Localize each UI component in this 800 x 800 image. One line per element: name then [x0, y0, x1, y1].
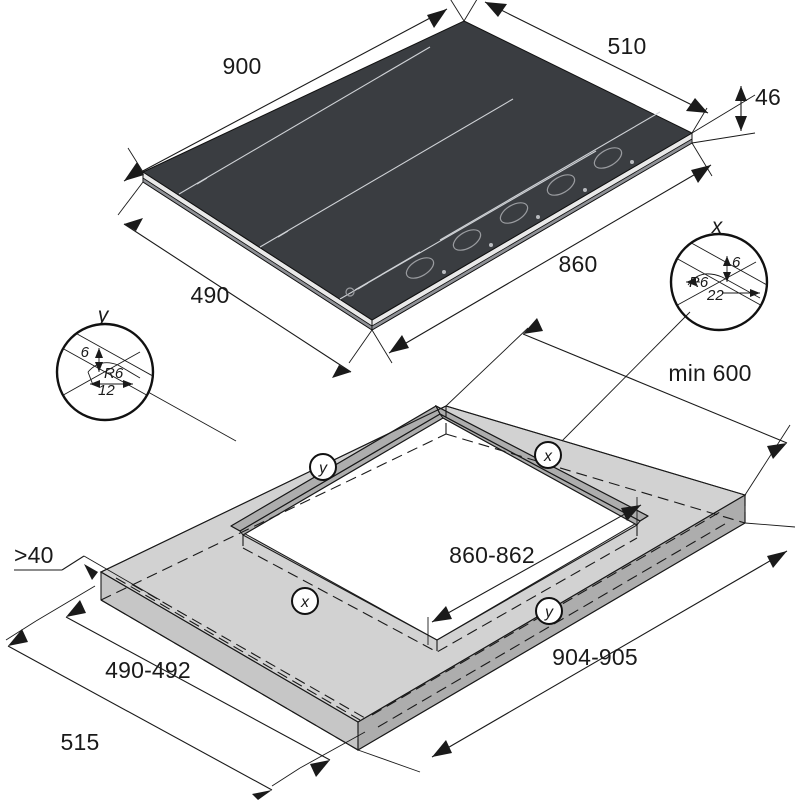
cooktop-assembly: 900 510 46 490 [117, 0, 781, 378]
detail-y-letter: y [96, 304, 110, 327]
bubble-y-top-left: y [309, 453, 337, 481]
bubble-y-bottom-right: y [535, 597, 563, 625]
bubble-x-bottom-left-label: x [300, 594, 310, 611]
detail-x-width-label: 22 [706, 287, 724, 304]
detail-x-offset-label: 6 [732, 254, 741, 271]
bubble-y-bottom-right-label: y [544, 604, 554, 621]
dim-490-492-label: 490-492 [105, 657, 191, 683]
power-button-icon[interactable] [345, 287, 355, 297]
dimension-gt40: >40 [14, 542, 161, 601]
dim-860-label: 860 [559, 251, 598, 277]
bubble-x-bottom-left: x [291, 587, 319, 615]
dim-min600-label: min 600 [668, 360, 751, 386]
control-dot-4 [583, 188, 587, 192]
dim-900-label: 900 [223, 53, 262, 79]
dimension-515: 515 [5, 620, 301, 800]
bubble-y-top-left-label: y [318, 460, 328, 477]
control-dot-2 [489, 243, 493, 247]
dimension-46: 46 [691, 84, 781, 144]
countertop-assembly [99, 404, 747, 751]
dimension-490-492: 490-492 [35, 585, 366, 777]
control-dot-1 [442, 270, 446, 274]
detail-y-offset-label: 6 [81, 344, 90, 361]
burner-control-5[interactable] [591, 144, 625, 173]
dim-860-862-label: 860-862 [449, 542, 535, 568]
dimension-900: 900 [123, 0, 465, 182]
control-dot-5 [630, 160, 634, 164]
burner-control-3[interactable] [497, 199, 531, 228]
control-panel [345, 111, 661, 297]
dimension-min-600: min 600 [445, 318, 791, 496]
dim-904-905-label: 904-905 [552, 644, 638, 670]
burner-control-2[interactable] [450, 226, 484, 255]
dimension-860: 860 [371, 142, 713, 364]
dim-gt40-label: >40 [14, 542, 54, 568]
callout-bubbles: y x x y [291, 441, 563, 625]
detail-x-radius-label: R6 [689, 274, 709, 291]
detail-circle-y: y 6 12 R6 [55, 304, 237, 442]
bubble-x-top-right-label: x [543, 448, 553, 465]
burner-control-1[interactable] [403, 254, 437, 283]
dimension-510: 510 [463, 0, 709, 134]
dim-46-label: 46 [755, 84, 781, 110]
cooktop-glass-surface [141, 20, 694, 321]
burner-control-4[interactable] [544, 171, 578, 200]
dim-515-label: 515 [61, 729, 100, 755]
detail-y-width-label: 12 [98, 382, 115, 399]
detail-circle-x: x 6 R6 22 [547, 215, 769, 456]
dim-490-label: 490 [191, 282, 230, 308]
cutout-rebate [229, 404, 650, 536]
dim-510-label: 510 [608, 33, 647, 59]
detail-y-radius-label: R6 [104, 365, 124, 382]
bubble-x-top-right: x [534, 441, 562, 469]
dimension-904-905: 904-905 [357, 522, 796, 773]
dimension-490: 490 [117, 181, 373, 378]
dimension-860-862: 860-862 [427, 497, 642, 645]
detail-x-letter: x [711, 215, 724, 238]
control-dot-3 [536, 215, 540, 219]
